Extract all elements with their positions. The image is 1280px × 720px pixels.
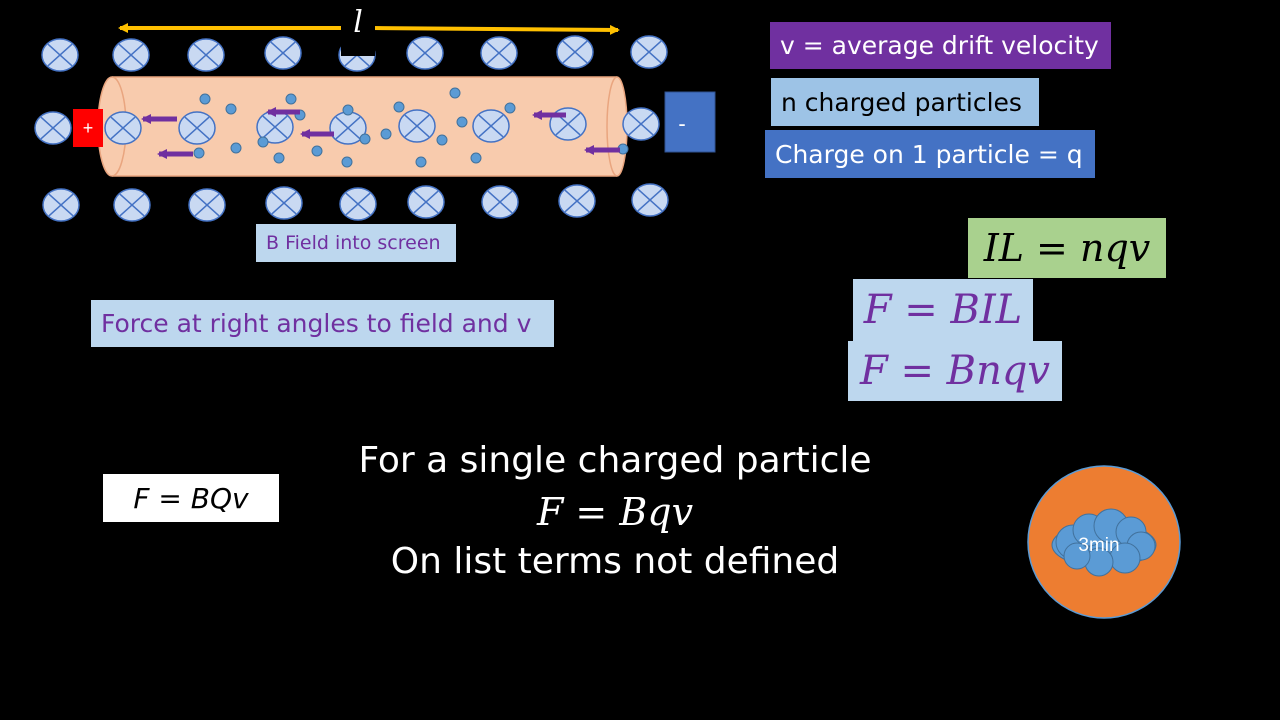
field-direction-label: B Field into screen xyxy=(256,224,456,262)
cross-icon xyxy=(398,109,436,143)
charged-particles xyxy=(193,87,629,168)
particle-dot xyxy=(225,103,237,115)
cross-icon xyxy=(556,35,594,69)
positive-terminal-label: + xyxy=(83,118,94,138)
cross-icon xyxy=(339,187,377,221)
timer-badge: 3min xyxy=(1027,465,1181,619)
particle-dot xyxy=(342,104,354,116)
cross-icon xyxy=(406,36,444,70)
particle-dot xyxy=(393,101,405,113)
particle-dot xyxy=(341,156,353,168)
particle-dot xyxy=(230,142,242,154)
cross-icon xyxy=(113,188,151,222)
cross-icon xyxy=(558,184,596,218)
syllabus-note: On list terms not defined xyxy=(390,541,840,582)
field-into-screen-symbols xyxy=(34,35,669,222)
particle-dot xyxy=(380,128,392,140)
particle-dot xyxy=(415,156,427,168)
particle-dot xyxy=(193,147,205,159)
cross-icon xyxy=(256,110,294,144)
particle-dot xyxy=(436,134,448,146)
particle-dot xyxy=(359,133,371,145)
cross-icon xyxy=(41,38,79,72)
cross-icon xyxy=(112,38,150,72)
cross-icon xyxy=(622,107,660,141)
cloud-icon xyxy=(1051,508,1157,577)
cross-icon xyxy=(630,35,668,69)
length-label: l xyxy=(353,5,363,40)
cross-icon xyxy=(631,183,669,217)
particle-dot xyxy=(311,145,323,157)
particle-dot xyxy=(273,152,285,164)
cross-icon xyxy=(329,111,367,145)
equation-f-bnqv: F = Bnqv xyxy=(848,341,1062,401)
equation-f-bqv-box: F = BQv xyxy=(103,474,279,522)
equation-f-bil: F = BIL xyxy=(853,279,1033,341)
particle-dot xyxy=(456,116,468,128)
cross-icon xyxy=(42,188,80,222)
n-particles-label: n charged particles xyxy=(771,78,1039,126)
cross-icon xyxy=(407,185,445,219)
particle-dot xyxy=(257,136,269,148)
drift-velocity-arrows xyxy=(141,107,620,159)
particle-dot xyxy=(470,152,482,164)
cross-icon xyxy=(265,186,303,220)
cross-icon xyxy=(264,36,302,70)
cross-icon xyxy=(104,111,142,145)
cross-icon xyxy=(188,188,226,222)
single-particle-heading: For a single charged particle xyxy=(358,440,872,481)
cross-icon xyxy=(178,111,216,145)
length-label-bg xyxy=(341,6,375,56)
length-arrow-right xyxy=(371,24,620,35)
cross-icon xyxy=(480,36,518,70)
force-direction-label: Force at right angles to field and v xyxy=(91,300,554,347)
negative-terminal xyxy=(664,91,716,153)
cross-icon xyxy=(187,38,225,72)
cross-icon xyxy=(481,185,519,219)
drift-velocity-label: v = average drift velocity xyxy=(770,22,1111,69)
cross-icon xyxy=(472,109,510,143)
negative-terminal-label: - xyxy=(678,111,685,136)
positive-terminal xyxy=(73,109,103,147)
charge-label: Charge on 1 particle = q xyxy=(765,130,1095,178)
particle-dot xyxy=(449,87,461,99)
particle-dot xyxy=(199,93,211,105)
wire-field-diagram: l + - xyxy=(34,5,716,222)
particle-dot xyxy=(504,102,516,114)
timer-label: 3min xyxy=(1078,535,1119,556)
cross-icon xyxy=(34,111,72,145)
equation-il-nqv: IL = nqv xyxy=(968,218,1166,278)
particle-dot xyxy=(285,93,297,105)
equation-f-bqv: F = Bqv xyxy=(536,490,694,534)
